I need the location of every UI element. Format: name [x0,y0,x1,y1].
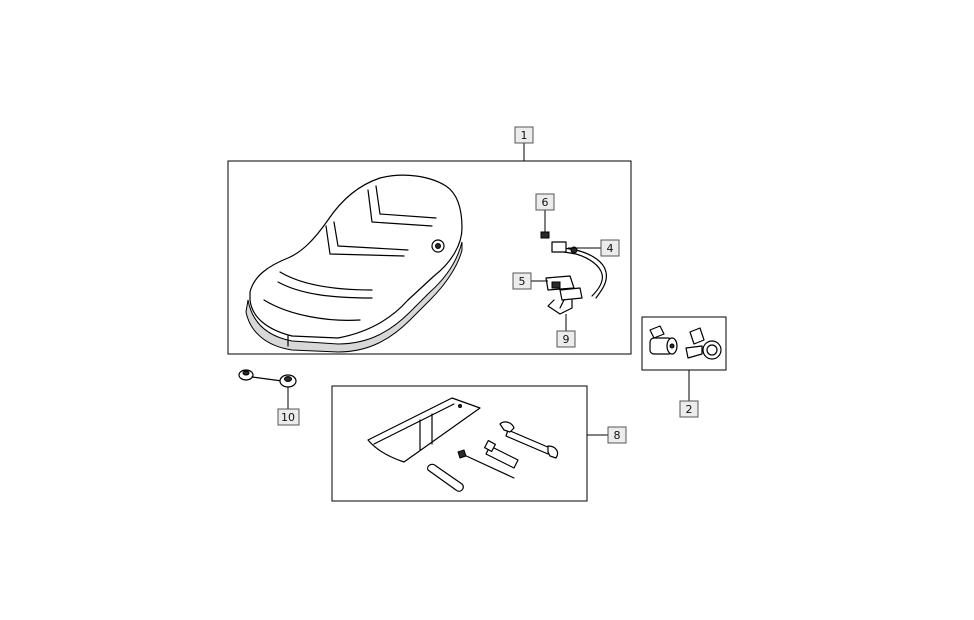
callout-9[interactable]: 9 [556,330,576,348]
tool-kit-illustration [367,397,559,492]
wrench [505,429,551,455]
screws-part-9 [547,299,573,315]
lock-set-frame [641,316,727,371]
callout-4[interactable]: 4 [600,239,620,257]
callout-10[interactable]: 10 [277,408,300,426]
socket-tool [485,445,519,469]
seat-assembly-frame [227,160,632,355]
screwdriver-handle [427,463,464,492]
callout-5-label: 5 [519,275,526,288]
callout-1-label: 1 [521,129,528,142]
clip-part-6 [540,231,550,239]
grommet-set-illustration [238,369,297,388]
lock-set-illustration [649,325,722,360]
lever-part-4 [551,241,567,253]
tool-pouch [367,397,481,463]
seat-lock-mechanism [540,231,607,315]
callout-4-label: 4 [607,242,614,255]
callout-6[interactable]: 6 [535,193,555,211]
callout-10-label: 10 [281,411,295,424]
tool-kit-frame [331,385,588,502]
callout-9-label: 9 [563,333,570,346]
callout-6-label: 6 [542,196,549,209]
callout-1[interactable]: 1 [514,126,534,144]
seat-illustration [245,174,463,353]
callout-8-label: 8 [614,429,621,442]
callout-8[interactable]: 8 [607,426,627,444]
callout-5[interactable]: 5 [512,272,532,290]
callout-2-label: 2 [686,403,693,416]
screwdriver-shaft [461,453,515,479]
callout-2[interactable]: 2 [679,400,699,418]
